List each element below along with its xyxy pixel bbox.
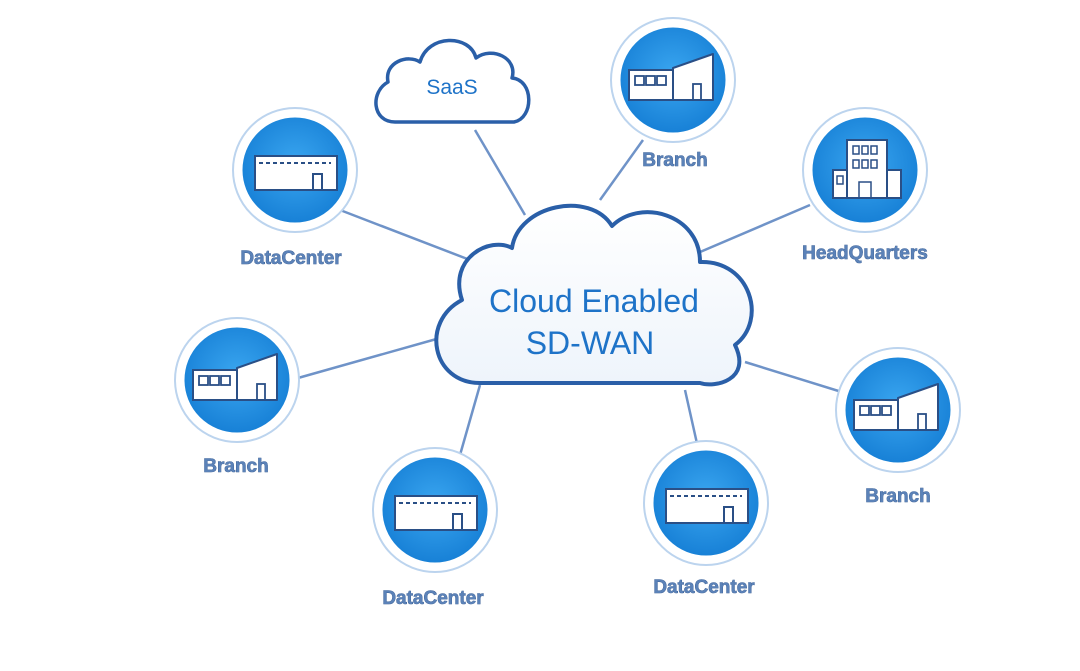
node-branch-top: Branch [610,17,736,171]
link-datacenter-bottom-right [683,389,700,449]
node-branch-left: Branch [174,317,300,477]
link-datacenter-bottom-left [458,384,482,456]
node-label-branch-right: Branch [865,486,930,507]
hub-title-line1: Cloud Enabled [489,283,699,319]
hub-cloud: Cloud Enabled SD-WAN [434,203,754,387]
branch-icon [192,353,278,401]
node-label-branch-top: Branch [642,150,707,171]
node-datacenter-bottom-left: DataCenter [372,447,498,609]
node-datacenter-top-left: DataCenter [232,107,358,269]
node-branch-right: Branch [835,347,961,507]
link-saas [473,129,527,216]
node-label-datacenter-bottom-right: DataCenter [653,577,755,598]
connection-links [297,129,846,456]
link-headquarters [692,203,811,257]
node-headquarters: HeadQuarters [802,107,928,264]
hub-title-line2: SD-WAN [526,325,655,361]
branch-icon [853,383,939,431]
node-datacenter-bottom-right: DataCenter [643,440,769,598]
datacenter-icon [394,495,478,531]
node-label-datacenter-bottom-left: DataCenter [382,588,484,609]
datacenter-icon [665,488,749,524]
saas-label: SaaS [426,76,477,99]
branch-icon [628,53,714,101]
link-branch-right [744,360,846,395]
link-datacenter-top-left [339,208,471,262]
node-label-branch-left: Branch [203,456,268,477]
node-label-headquarters: HeadQuarters [802,243,928,264]
link-branch-top [598,139,645,201]
link-branch-left [297,336,441,380]
saas-cloud: SaaS [374,38,531,124]
datacenter-icon [254,155,338,191]
node-label-datacenter-top-left: DataCenter [240,248,342,269]
headquarters-icon [832,139,902,199]
